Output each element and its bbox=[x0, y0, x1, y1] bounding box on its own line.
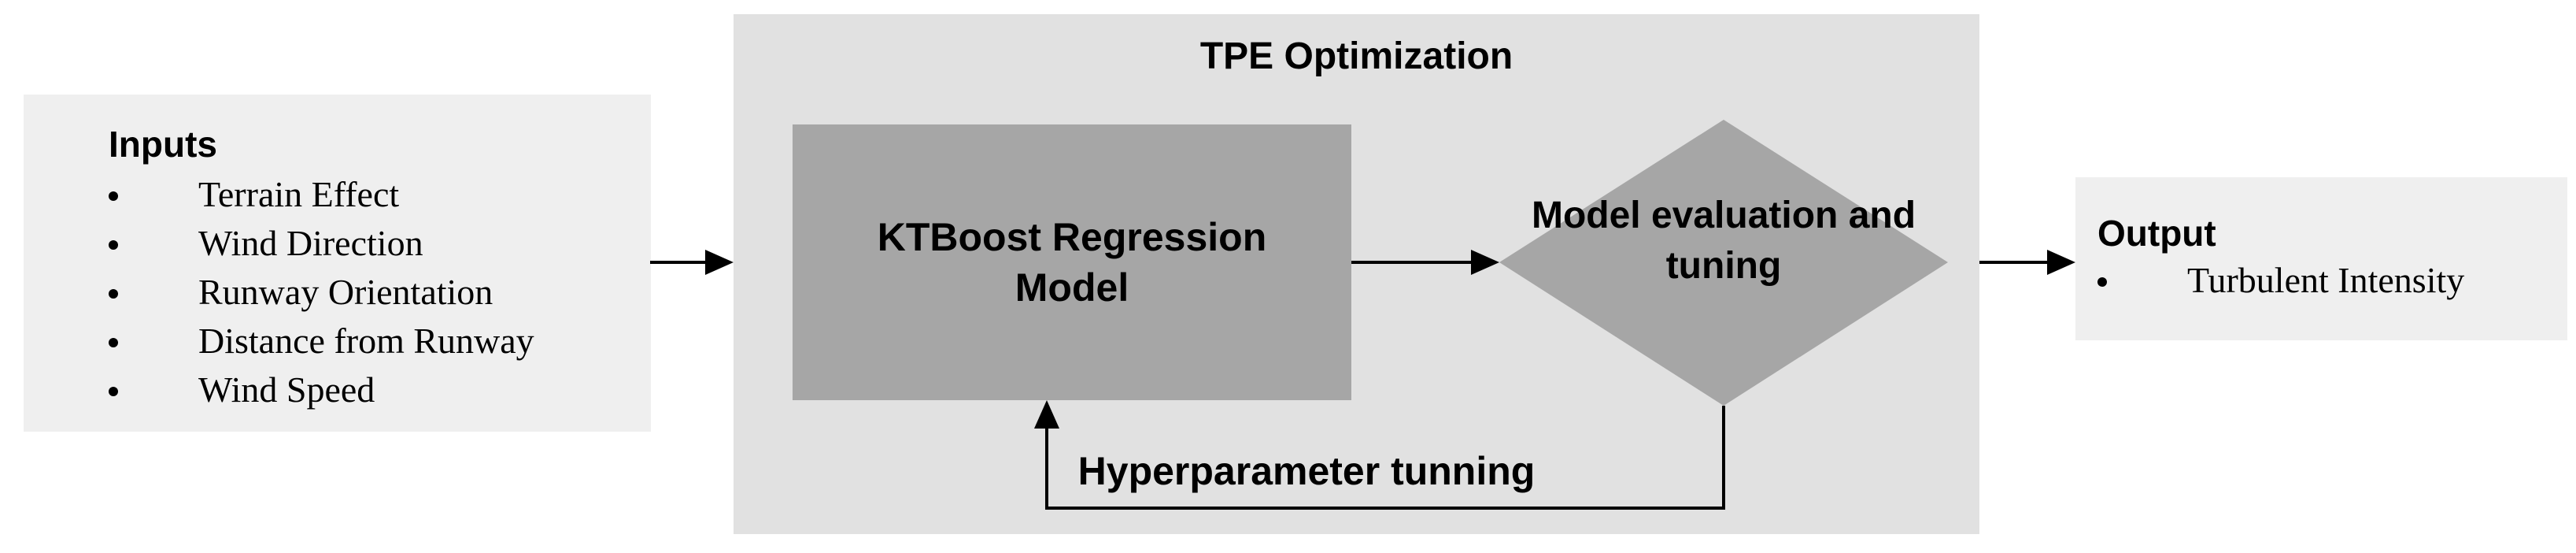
ktboost-model-box: KTBoost Regression Model bbox=[793, 124, 1351, 400]
arrow-inputs-to-tpe bbox=[650, 250, 734, 275]
bullet-icon bbox=[109, 338, 118, 347]
hyperparameter-tuning-label: Hyperparameter tunning bbox=[1077, 449, 1536, 493]
arrow-tpe-to-output bbox=[1979, 250, 2075, 275]
bullet-icon bbox=[109, 289, 118, 299]
bullet-icon bbox=[109, 240, 118, 250]
inputs-title: Inputs bbox=[109, 124, 217, 165]
inputs-panel: Inputs Terrain Effect Wind Direction Run… bbox=[24, 95, 651, 432]
output-title: Output bbox=[2097, 213, 2216, 254]
output-panel: Output Turbulent Intensity bbox=[2075, 177, 2567, 340]
bullet-icon bbox=[109, 191, 118, 201]
evaluation-label: Model evaluation and tuning bbox=[1531, 195, 1916, 287]
bullet-icon bbox=[2097, 277, 2107, 287]
tpe-optimization-title: TPE Optimization bbox=[1199, 35, 1513, 77]
ktboost-model-label: KTBoost Regression Model bbox=[877, 215, 1267, 310]
bullet-icon bbox=[109, 387, 118, 396]
